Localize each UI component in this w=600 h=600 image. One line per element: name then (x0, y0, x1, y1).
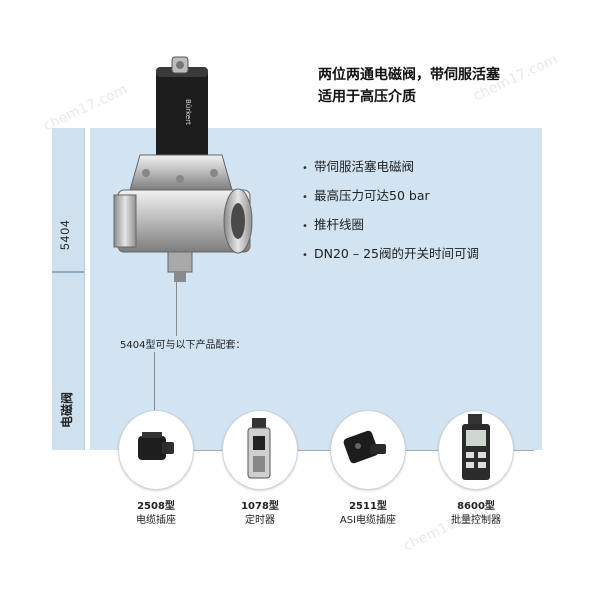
accessory-model: 2508型 (137, 501, 175, 512)
accessory-1078 (222, 410, 298, 494)
guide-line (176, 282, 177, 336)
accessory-caption: 2511型 ASI电缆插座 (318, 500, 418, 528)
accessory-desc: 批量控制器 (451, 515, 501, 526)
side-tab (52, 128, 85, 450)
feature-item: • 最高压力可达50 bar (302, 187, 479, 216)
accessory-2508 (118, 410, 194, 494)
accessory-frame (118, 410, 194, 490)
accessory-desc: 电缆插座 (136, 515, 176, 526)
accessory-model: 2511型 (349, 501, 387, 512)
feature-item: • 带伺服活塞电磁阀 (302, 158, 479, 187)
feature-text: 最高压力可达50 bar (314, 188, 430, 203)
accessory-desc: ASI电缆插座 (339, 515, 397, 526)
bullet-icon: • (302, 192, 308, 203)
accessory-8600 (438, 410, 514, 494)
feature-list: • 带伺服活塞电磁阀 • 最高压力可达50 bar • 推杆线圈 • DN20 – 25… (302, 158, 479, 274)
product-title: 两位两通电磁阀，带伺服活塞 适用于高压介质 (318, 64, 500, 108)
accessory-model: 1078型 (241, 501, 279, 512)
side-category: 电磁阀 (60, 391, 74, 428)
feature-item: • 推杆线圈 (302, 216, 479, 245)
bullet-icon: • (302, 221, 308, 232)
feature-text: 推杆线圈 (314, 217, 365, 232)
guide-line (154, 352, 155, 410)
bullet-icon: • (302, 163, 308, 174)
accessory-caption: 2508型 电缆插座 (106, 500, 206, 528)
side-model-code: 5404 (58, 219, 72, 250)
batch-controller-icon (462, 414, 490, 480)
accessory-caption: 1078型 定时器 (210, 500, 310, 528)
timer-module-icon (247, 418, 271, 479)
solenoid-valve-image: Bürkert (113, 56, 253, 282)
accessory-2511 (330, 410, 406, 494)
feature-text: DN20 – 25阀的开关时间可调 (314, 246, 479, 261)
asi-plug-icon (343, 430, 386, 464)
feature-text: 带伺服活塞电磁阀 (314, 159, 415, 174)
title-line-2: 适用于高压介质 (318, 89, 416, 105)
title-line-1: 两位两通电磁阀，带伺服活塞 (318, 67, 500, 83)
accessory-model: 8600型 (457, 501, 495, 512)
accessory-caption: 8600型 批量控制器 (426, 500, 526, 528)
side-tab-divider (52, 271, 84, 273)
accessory-desc: 定时器 (245, 515, 275, 526)
bullet-icon: • (302, 250, 308, 261)
brand-label: Bürkert (184, 99, 192, 125)
feature-item: • DN20 – 25阀的开关时间可调 (302, 245, 479, 274)
compatibility-note: 5404型可与以下产品配套： (120, 340, 246, 351)
cable-plug-icon (138, 432, 174, 460)
